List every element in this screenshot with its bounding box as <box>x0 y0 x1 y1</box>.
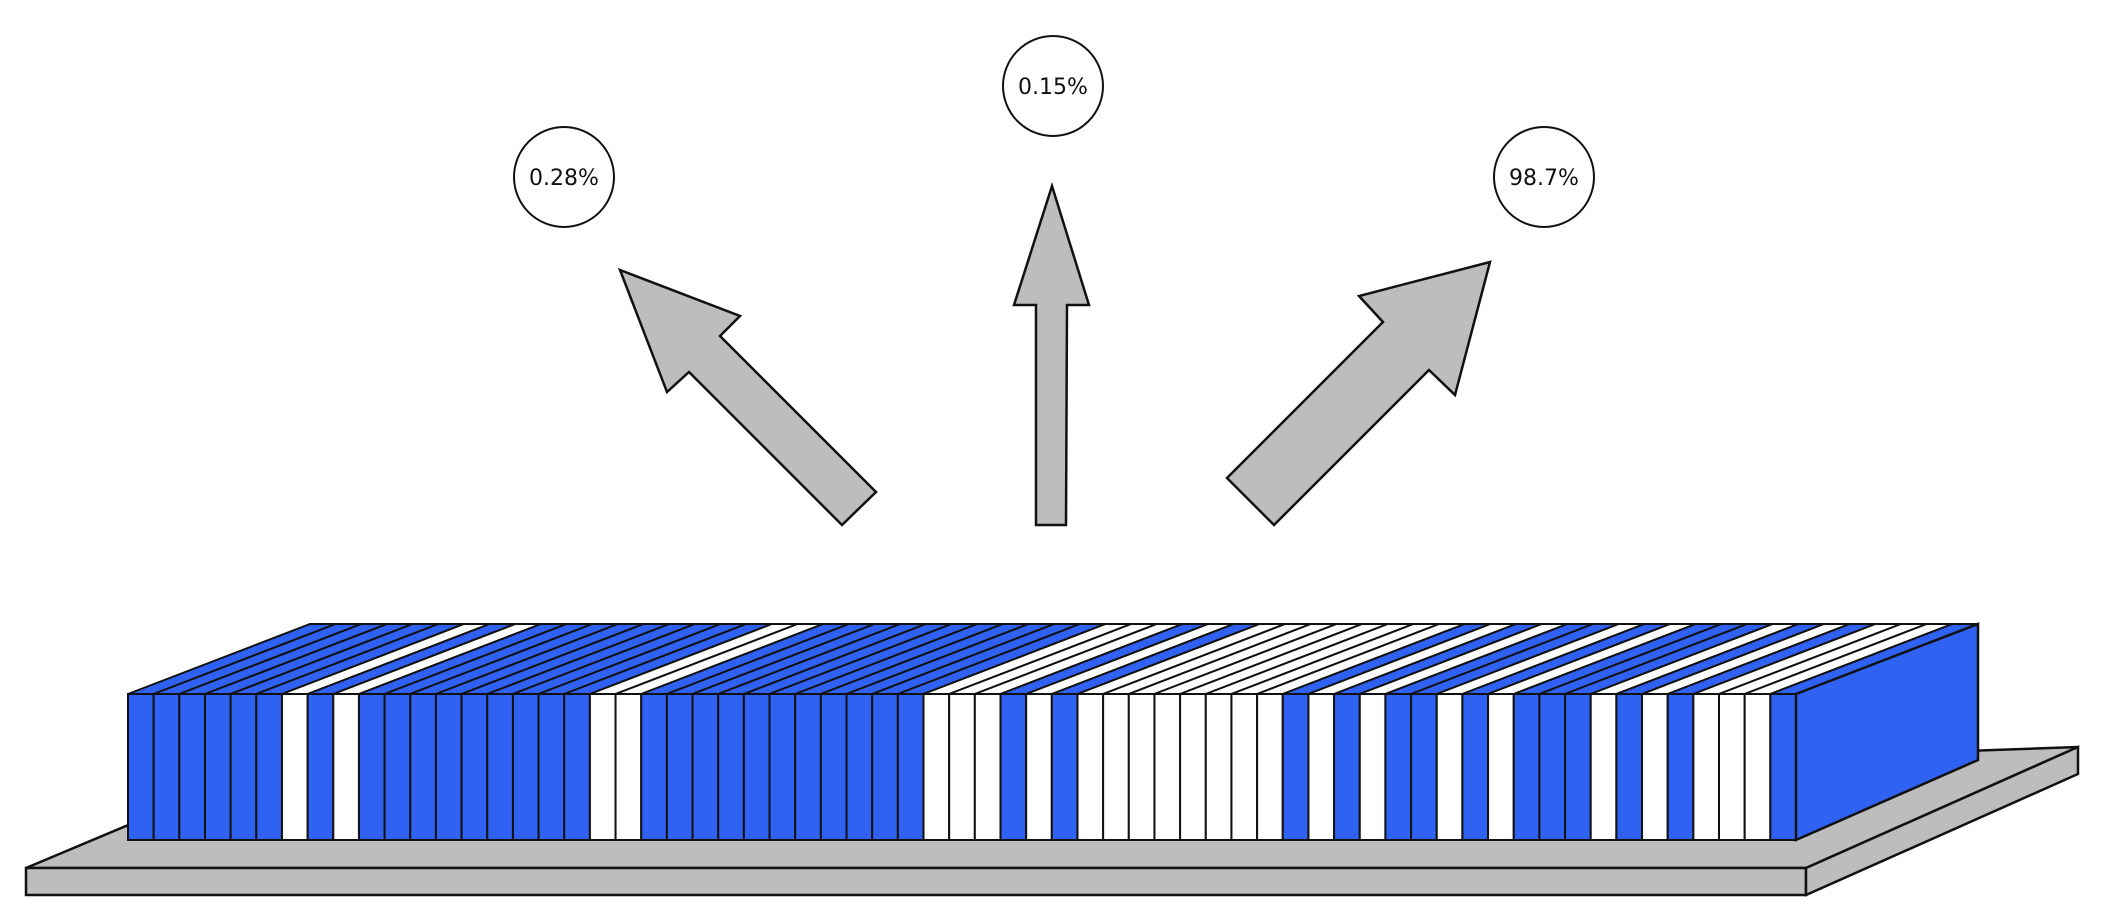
strip-front <box>1025 693 1053 841</box>
strip-front <box>1410 693 1438 841</box>
strip-front <box>871 693 899 841</box>
strip-front <box>1692 693 1721 841</box>
strip-front <box>1666 693 1695 841</box>
strip-front <box>1153 693 1182 841</box>
strip-front <box>922 693 951 841</box>
strip-front <box>511 693 540 841</box>
strip-front <box>280 693 309 841</box>
strip-front <box>1179 693 1207 841</box>
strip-front <box>1615 693 1644 841</box>
strip-front <box>1641 693 1669 841</box>
strip-front <box>1589 693 1618 841</box>
strip-front <box>1564 693 1592 841</box>
strip-front <box>1230 693 1259 841</box>
label-left-bubble: 0.28% <box>513 126 615 228</box>
strip-front <box>434 693 463 841</box>
strip-front <box>152 693 181 841</box>
strip-front <box>1281 693 1310 841</box>
strip-front <box>794 693 822 841</box>
strip-tops <box>127 623 1979 695</box>
strip-front <box>486 693 514 841</box>
strip-front <box>357 693 386 841</box>
strip-front <box>229 693 258 841</box>
base-plate-front <box>24 866 1808 897</box>
strip-front <box>1512 693 1541 841</box>
strip-front <box>306 693 335 841</box>
strip-front <box>255 693 283 841</box>
strip-front <box>973 693 1002 841</box>
strip-front <box>640 693 668 841</box>
block-side-face <box>1794 622 1980 842</box>
strip-front <box>537 693 566 841</box>
strip-front <box>1384 693 1413 841</box>
base-plate-side <box>1804 745 2080 897</box>
layered-block <box>127 622 1980 842</box>
label-center-bubble: 0.15% <box>1002 35 1104 137</box>
strip-front <box>1102 693 1130 841</box>
strip-front <box>1538 693 1567 841</box>
strip-front <box>1743 693 1772 841</box>
strip-front <box>588 693 617 841</box>
strip-front <box>1487 693 1515 841</box>
arrow-center <box>1012 181 1091 527</box>
strip-front <box>1050 693 1079 841</box>
strip-front <box>1358 693 1387 841</box>
strip-front <box>1076 693 1105 841</box>
strip-front <box>742 693 771 841</box>
strip-front <box>845 693 874 841</box>
strip-front <box>178 693 206 841</box>
label-left: 0.28% <box>529 166 599 191</box>
strip-front <box>717 693 745 841</box>
strip-front <box>383 693 412 841</box>
strip-front <box>614 693 643 841</box>
arrow-left <box>617 267 878 527</box>
strip-front <box>999 693 1028 841</box>
strip-front <box>563 693 591 841</box>
label-center: 0.15% <box>1018 75 1088 100</box>
strip-front <box>1307 693 1336 841</box>
strip-fronts <box>127 693 1798 841</box>
label-right: 98.7% <box>1509 166 1579 191</box>
strip-front <box>1204 693 1233 841</box>
strip-front <box>1718 693 1746 841</box>
strip-front <box>1256 693 1284 841</box>
strip-front <box>819 693 848 841</box>
strip-front <box>1435 693 1464 841</box>
strip-front <box>460 693 489 841</box>
strip-front <box>127 693 155 841</box>
strip-front <box>203 693 232 841</box>
strip-front <box>896 693 925 841</box>
strip-front <box>948 693 976 841</box>
strip-front <box>332 693 360 841</box>
strip-front <box>1127 693 1156 841</box>
strip-front <box>768 693 797 841</box>
strip-front <box>1769 693 1798 841</box>
strip-front <box>409 693 437 841</box>
strip-front <box>1333 693 1361 841</box>
label-right-bubble: 98.7% <box>1493 126 1595 228</box>
strip-front <box>1461 693 1490 841</box>
arrow-right <box>1225 260 1492 527</box>
strip-front <box>665 693 694 841</box>
strip-front <box>691 693 720 841</box>
